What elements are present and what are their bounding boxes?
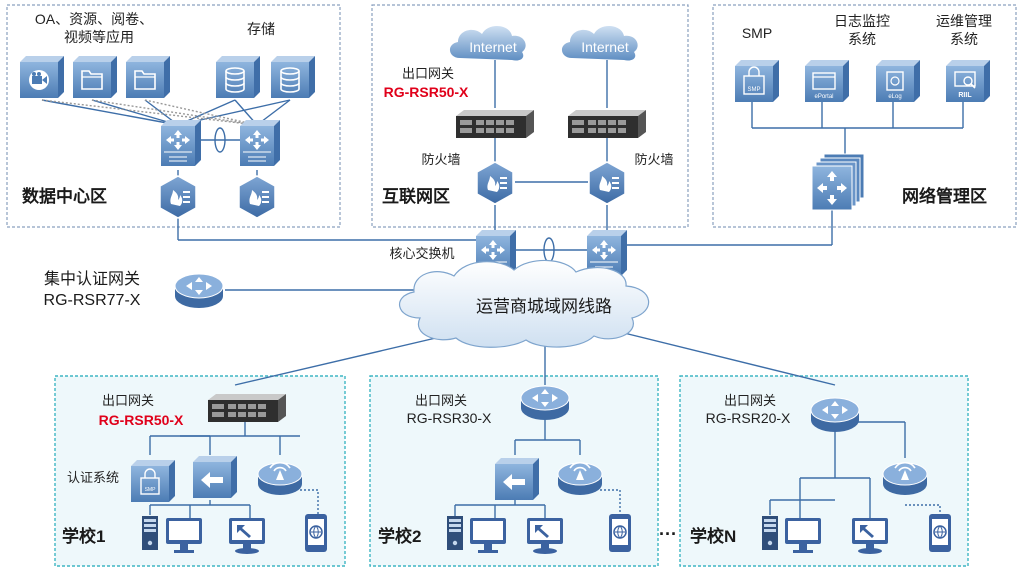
ops-mgmt-label-line1: 运维管理 bbox=[936, 13, 992, 29]
egress-gateway-label: 出口网关 bbox=[724, 393, 776, 408]
school1-egress-router-icon[interactable] bbox=[208, 394, 286, 422]
wireless-ap-icon[interactable] bbox=[257, 461, 303, 496]
school2-egress-router-icon[interactable] bbox=[520, 385, 570, 421]
egress-router-icon[interactable] bbox=[568, 110, 646, 138]
more-schools-ellipsis: ··· bbox=[659, 524, 677, 544]
storage-database-icon[interactable] bbox=[271, 56, 315, 98]
metro-network-label: 运营商城域网线路 bbox=[476, 297, 612, 316]
egress-router-icon[interactable] bbox=[456, 110, 534, 138]
firewall-label: 防火墙 bbox=[634, 152, 673, 167]
auth-smp-icon-text: SMP bbox=[145, 487, 157, 493]
log-monitor-label-line2: 系统 bbox=[848, 31, 876, 47]
internet-zone: Internet Internet 出口网关 RG-RSR50-X 防火墙 防火… bbox=[382, 25, 674, 206]
eportal-server-icon[interactable]: ePortal bbox=[805, 60, 849, 102]
core-switch-label: 核心交换机 bbox=[389, 246, 454, 261]
auth-system-server-icon[interactable]: SMP bbox=[131, 460, 175, 502]
zone-title-internet: 互联网区 bbox=[382, 187, 450, 206]
zone-title-datacenter: 数据中心区 bbox=[22, 186, 107, 206]
internet-firewall-icon[interactable] bbox=[588, 161, 626, 205]
elog-icon-text: eLog bbox=[888, 94, 901, 100]
zone-title-netmgmt: 网络管理区 bbox=[902, 186, 987, 206]
firewall-label: 防火墙 bbox=[421, 152, 460, 167]
wireless-ap-icon[interactable] bbox=[882, 461, 928, 496]
smp-label: SMP bbox=[742, 25, 772, 41]
school-2-zone: 出口网关 RG-RSR30-X 学校2 bbox=[378, 385, 632, 554]
schoolN-egress-router-icon[interactable] bbox=[810, 397, 860, 433]
smp-icon-text: SMP bbox=[747, 87, 760, 93]
school-n-zone: 出口网关 RG-RSR20-X 学校N bbox=[690, 393, 952, 554]
rsr50-model-label: RG-RSR50-X bbox=[99, 412, 184, 428]
auth-system-label: 认证系统 bbox=[67, 470, 119, 485]
datacenter-zone: OA、资源、阅卷、 视频等应用 存储 数据中心区 bbox=[20, 11, 315, 219]
egress-gateway-label: 出口网关 bbox=[102, 393, 154, 408]
mobile-phone-icon bbox=[608, 513, 632, 553]
internet-firewall-icon[interactable] bbox=[476, 161, 514, 205]
datacenter-firewall-icon[interactable] bbox=[238, 175, 276, 219]
internet-cloud-icon: Internet bbox=[449, 25, 526, 61]
folder-app-server-icon[interactable] bbox=[73, 56, 117, 98]
netmgmt-zone: SMP 日志监控 系统 运维管理 系统 SMP ePortal eLog bbox=[735, 13, 992, 211]
video-app-server-icon[interactable] bbox=[20, 56, 64, 98]
wireless-ap-icon[interactable] bbox=[557, 461, 603, 496]
mobile-phone-icon bbox=[304, 513, 328, 553]
folder-app-server-icon[interactable] bbox=[126, 56, 170, 98]
access-switch-icon[interactable] bbox=[495, 458, 539, 500]
apps-label-line1: OA、资源、阅卷、 bbox=[35, 11, 153, 27]
internet-cloud-icon: Internet bbox=[561, 25, 638, 61]
metro-network-cloud[interactable]: 运营商城域网线路 bbox=[398, 259, 650, 348]
datacenter-firewall-icon[interactable] bbox=[159, 175, 197, 219]
storage-database-icon[interactable] bbox=[216, 56, 260, 98]
mobile-phone-icon bbox=[928, 513, 952, 553]
rsr30-model-label: RG-RSR30-X bbox=[407, 410, 492, 426]
core-area: 核心交换机 运营商城域网线路 集中认证网关 RG-RSR77-X bbox=[44, 229, 650, 348]
apps-label-line2: 视频等应用 bbox=[64, 29, 134, 45]
datacenter-core-switch-icon[interactable] bbox=[239, 119, 281, 167]
internet-cloud-label: Internet bbox=[469, 39, 517, 55]
riil-server-icon[interactable]: RIIL bbox=[946, 60, 990, 102]
rsr77-model-label: RG-RSR77-X bbox=[44, 292, 141, 309]
internet-cloud-label: Internet bbox=[581, 39, 629, 55]
desktop-tower-icon bbox=[447, 516, 463, 550]
desktop-tower-icon bbox=[762, 516, 778, 550]
wireless-links bbox=[300, 489, 941, 515]
smp-server-icon[interactable]: SMP bbox=[735, 60, 779, 102]
riil-icon-text: RIIL bbox=[958, 92, 972, 99]
zone-title-school2: 学校2 bbox=[378, 526, 421, 546]
ops-mgmt-label-line2: 系统 bbox=[950, 31, 978, 47]
access-switch-icon[interactable] bbox=[193, 456, 237, 498]
rsr20-model-label: RG-RSR20-X bbox=[706, 410, 791, 426]
stack-ring bbox=[214, 127, 226, 153]
auth-gateway-label: 集中认证网关 bbox=[44, 270, 140, 288]
desktop-tower-icon bbox=[142, 516, 158, 550]
zone-title-schoolN: 学校N bbox=[690, 526, 736, 546]
school-1-zone: 出口网关 RG-RSR50-X 认证系统 SMP 学校1 bbox=[62, 393, 328, 554]
auth-gateway-router-icon[interactable] bbox=[174, 273, 224, 309]
egress-gateway-label: 出口网关 bbox=[402, 66, 454, 81]
eportal-icon-text: ePortal bbox=[814, 94, 833, 100]
log-monitor-label-line1: 日志监控 bbox=[834, 13, 890, 29]
egress-gateway-label: 出口网关 bbox=[415, 393, 467, 408]
storage-label: 存储 bbox=[247, 21, 275, 37]
elog-server-icon[interactable]: eLog bbox=[876, 60, 920, 102]
zone-title-school1: 学校1 bbox=[62, 526, 105, 546]
rsr50-model-label: RG-RSR50-X bbox=[384, 84, 469, 100]
datacenter-core-switch-icon[interactable] bbox=[160, 119, 202, 167]
management-stacked-switch-icon[interactable] bbox=[811, 153, 865, 211]
